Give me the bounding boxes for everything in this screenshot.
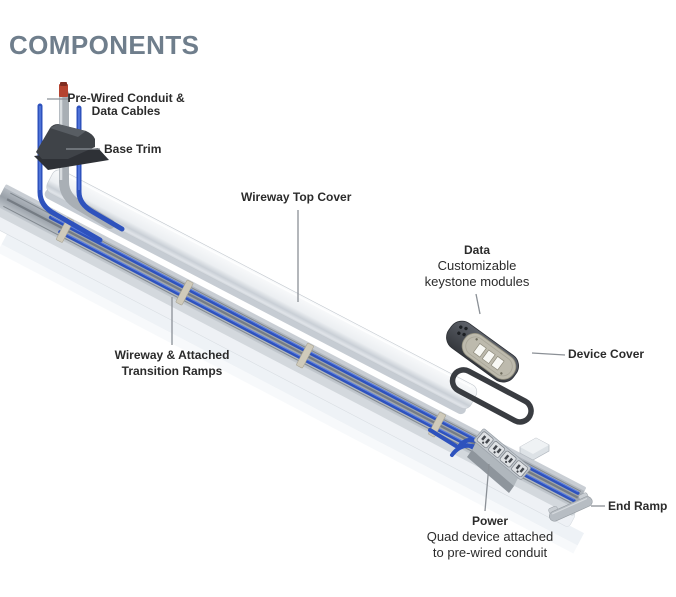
power-outlet (511, 460, 529, 478)
wireway-top-cover-illustration (44, 169, 478, 415)
label-data: Data Customizable keystone modules (425, 242, 530, 290)
label-desc: Customizable (437, 258, 517, 273)
leader-line (484, 463, 490, 512)
power-quad-illustration (428, 428, 531, 493)
label-pre-wired-conduit: Pre-Wired Conduit & Data Cables (67, 92, 184, 118)
leader-lines (47, 98, 605, 512)
end-ramp-illustration (548, 492, 593, 522)
label-wireway-ramps: Wireway & Attached Transition Ramps (115, 347, 230, 379)
conduit-tube (59, 89, 115, 229)
data-cable-right (76, 105, 125, 232)
label-heading: Data (463, 243, 490, 257)
leader-line (531, 352, 566, 356)
label-device-cover: Device Cover (568, 347, 645, 361)
power-outlet (499, 450, 517, 468)
data-device-illustration (446, 320, 519, 383)
label-line: Data Cables (91, 104, 161, 118)
label-line: Pre-Wired Conduit & (67, 91, 185, 105)
label-desc: Quad device attached (426, 529, 554, 544)
power-outlet (476, 431, 494, 449)
label-base-trim: Base Trim (104, 142, 162, 156)
label-heading: Power (471, 514, 509, 528)
conduit-wire-tip (59, 84, 68, 97)
label-end-ramp: End Ramp (608, 499, 668, 513)
page-title: COMPONENTS (9, 30, 200, 60)
wireway-illustration (0, 184, 586, 527)
label-line: Transition Ramps (121, 364, 223, 378)
base-trim-illustration (34, 124, 109, 170)
label-line: Wireway & Attached (114, 348, 230, 362)
label-desc: keystone modules (424, 274, 530, 289)
label-desc: to pre-wired conduit (432, 545, 548, 560)
reflection-shadow (0, 232, 585, 554)
device-cover-trim-illustration (449, 367, 534, 425)
power-outlet (488, 441, 506, 458)
blank-cover-illustration (519, 437, 550, 461)
label-power: Power Quad device attached to pre-wired … (427, 513, 553, 561)
label-wireway-top-cover: Wireway Top Cover (241, 190, 352, 204)
data-cable-left (37, 103, 103, 243)
leader-line (475, 293, 481, 315)
pre-wired-conduit-illustration (37, 82, 125, 243)
